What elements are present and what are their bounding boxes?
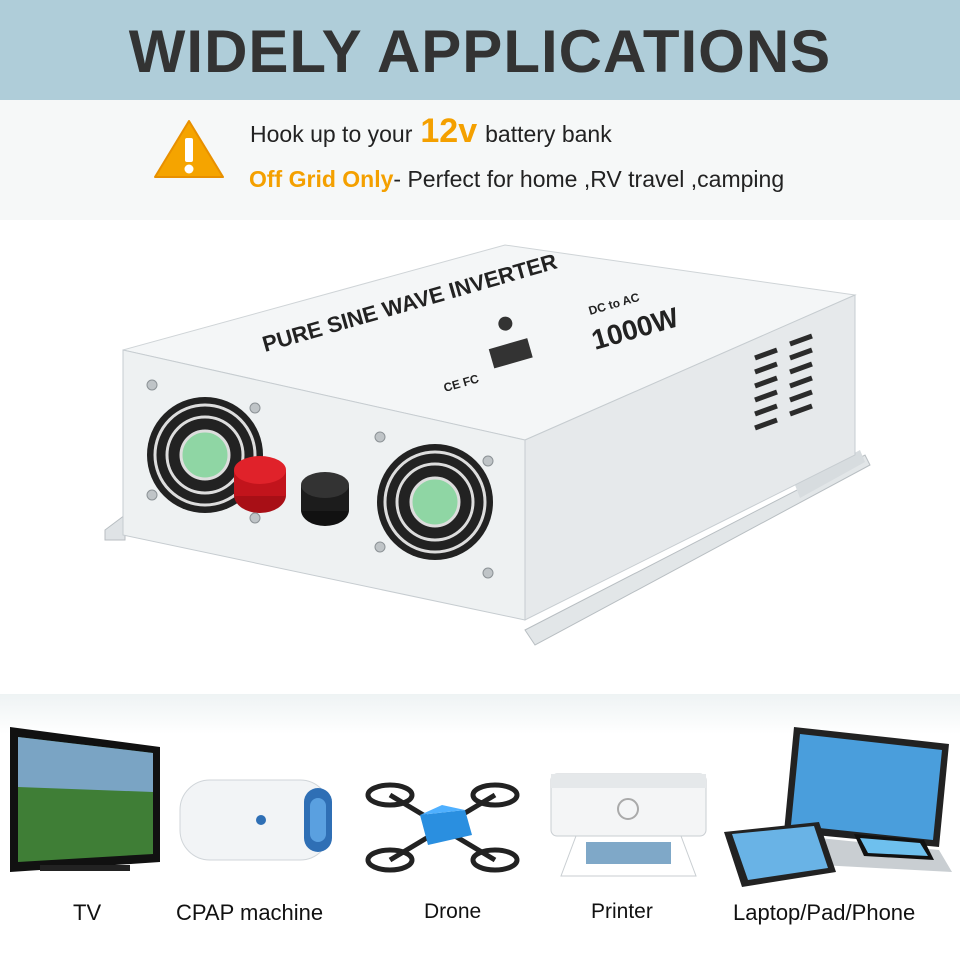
app-label-drone: Drone <box>424 900 482 923</box>
drone-icon <box>365 782 520 873</box>
tv-icon <box>10 727 160 872</box>
notice-suffix: battery bank <box>485 121 612 147</box>
app-label-printer: Printer <box>591 900 653 923</box>
off-grid-highlight: Off Grid Only <box>249 166 394 192</box>
notice-line-2: Off Grid Only- Perfect for home ,RV trav… <box>249 166 784 193</box>
fan-right-icon <box>377 444 493 560</box>
app-label-tv: TV <box>73 900 102 925</box>
notice-prefix: Hook up to your <box>250 121 413 147</box>
laptop-pad-phone-icon <box>724 727 952 887</box>
app-label-laptop-pad-phone: Laptop/Pad/Phone <box>733 900 916 925</box>
notice-section <box>0 100 960 220</box>
applications-band <box>0 694 960 734</box>
page-title: WIDELY APPLICATIONS <box>128 17 832 85</box>
positive-terminal-icon <box>234 456 286 513</box>
printer-icon <box>550 773 707 877</box>
notice-line-1: Hook up to your 12v battery bank <box>250 112 612 152</box>
voltage-highlight: 12v <box>420 112 478 150</box>
header-bar: WIDELY APPLICATIONS <box>0 0 960 100</box>
negative-terminal-icon <box>301 472 349 526</box>
cpap-machine-icon <box>179 779 332 861</box>
app-label-cpap: CPAP machine <box>176 900 324 925</box>
notice-usage-text: - Perfect for home ,RV travel ,camping <box>393 166 785 192</box>
inverter-product-image: PURE SINE WAVE INVERTER 1000W DC to AC C… <box>104 244 871 646</box>
warning-triangle-icon <box>154 120 224 178</box>
solar-panel-icon <box>488 316 533 369</box>
